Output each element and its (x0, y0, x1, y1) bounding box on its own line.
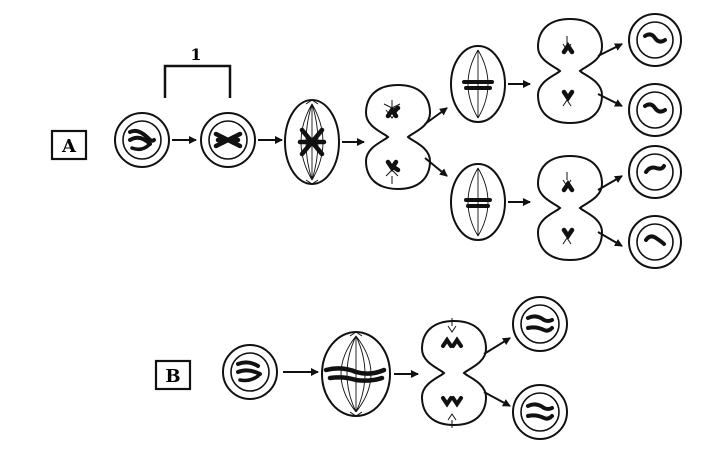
arrow-a8-up (597, 175, 623, 191)
cell-a2-prophase (200, 112, 256, 168)
cell-a4-telophase-i (365, 84, 431, 190)
arrow-b3-up (483, 337, 511, 355)
stage-1-bracket: 1 (163, 45, 232, 98)
process-a-label: A (50, 129, 88, 161)
stage-1-number: 1 (190, 45, 201, 64)
cell-a5-upper-metaphase-ii (450, 45, 506, 123)
cell-a6-lower-metaphase-ii (450, 163, 506, 241)
process-b-label: B (154, 359, 192, 391)
arrow-a4-down (424, 157, 448, 177)
process-a-letter: A (61, 136, 77, 157)
daughter-cell-b-2 (512, 384, 568, 440)
cell-b1-interphase (222, 344, 278, 400)
arrow-a4-up (424, 107, 448, 125)
cell-a1-interphase (114, 112, 170, 168)
daughter-cell-a-1 (628, 13, 682, 67)
daughter-cell-a-4 (628, 215, 682, 269)
arrow-a7-up (597, 43, 623, 57)
cell-b3-telophase (420, 318, 488, 428)
cell-a3-metaphase (284, 99, 340, 185)
daughter-cell-a-3 (628, 145, 682, 199)
daughter-cell-a-2 (628, 83, 682, 137)
cell-a7-upper-telophase-ii (537, 18, 603, 124)
cell-a8-lower-telophase-ii (537, 155, 603, 261)
arrow-a8-down (597, 231, 623, 247)
arrow-a7-down (597, 93, 623, 107)
process-b-letter: B (165, 366, 180, 387)
daughter-cell-b-1 (512, 296, 568, 352)
arrow-b3-down (483, 391, 511, 407)
cell-b2-metaphase (321, 331, 391, 417)
